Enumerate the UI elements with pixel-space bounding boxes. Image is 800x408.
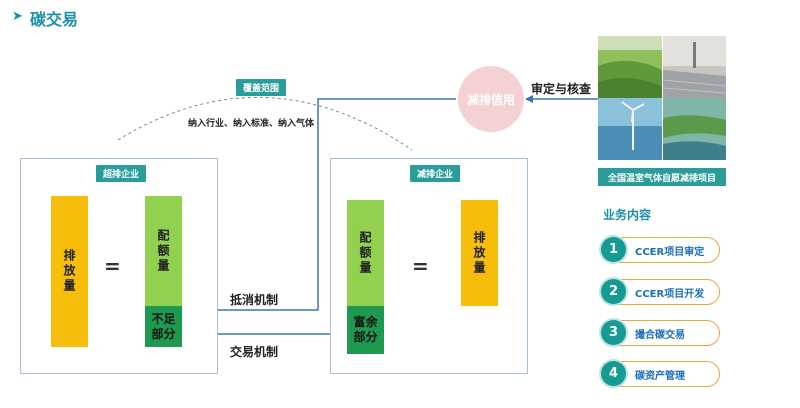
over-quota-bar: 配额量 xyxy=(145,196,182,306)
reduction-quota-bar: 配额量 xyxy=(347,200,384,306)
over-emission-tag: 超排企业 xyxy=(96,165,147,182)
offset-mechanism-label: 抵消机制 xyxy=(230,293,279,307)
business-item-3: 3 撮合碳交易 xyxy=(601,320,720,346)
shortfall-line-1: 不足 xyxy=(151,311,176,326)
wetland-image xyxy=(663,98,726,160)
item-number-badge: 2 xyxy=(601,279,626,304)
coverage-tag: 覆盖范围 xyxy=(236,79,287,96)
business-item-label: 碳资产管理 xyxy=(635,371,685,382)
surplus-line-1: 富余 xyxy=(353,315,378,329)
surplus-line-2: 部分 xyxy=(353,330,378,344)
reduction-emission-bar: 排放量 xyxy=(461,200,498,306)
forest-photo xyxy=(598,36,662,98)
reduction-equals-sign: = xyxy=(412,254,429,278)
over-equals-sign: = xyxy=(104,254,121,278)
business-item-label: 撮合碳交易 xyxy=(635,330,685,341)
shortfall-cell: 不足 部分 xyxy=(145,306,182,347)
offset-arrow xyxy=(183,98,456,314)
reduction-enterprise-tag: 减排企业 xyxy=(410,165,461,182)
wetland-photo xyxy=(663,98,726,160)
business-item-label: CCER项目开发 xyxy=(635,289,705,300)
item-number-badge: 1 xyxy=(601,237,626,262)
surplus-cell: 富余 部分 xyxy=(347,306,384,354)
item-number-badge: 4 xyxy=(601,361,626,386)
shortfall-line-2: 部分 xyxy=(151,326,176,341)
page-title: 碳交易 xyxy=(30,10,79,29)
coverage-arc xyxy=(117,96,413,151)
over-emission-bar: 排放量 xyxy=(51,196,88,347)
business-item-4: 4 碳资产管理 xyxy=(601,361,720,387)
trade-mechanism-label: 交易机制 xyxy=(230,345,279,359)
business-item-2: 2 CCER项目开发 xyxy=(601,279,720,305)
coverage-text: 纳入行业、纳入标准、纳入气体 xyxy=(188,119,315,129)
forest-image xyxy=(598,36,662,98)
item-number-badge: 3 xyxy=(601,320,626,345)
business-item-label: CCER项目审定 xyxy=(635,247,705,258)
project-caption: 全国温室气体自愿减排项目 xyxy=(598,168,726,186)
business-item-1: 1 CCER项目审定 xyxy=(601,237,720,263)
solar-tower-image xyxy=(663,36,726,98)
solar-tower-photo xyxy=(663,36,726,98)
wind-turbine-image xyxy=(598,98,662,160)
wind-turbine-photo xyxy=(598,98,662,160)
business-title: 业务内容 xyxy=(603,208,652,222)
reduction-credit-circle: 减排信用 xyxy=(458,66,524,132)
title-arrow-icon: ➤ xyxy=(12,9,23,24)
review-label: 审定与核查 xyxy=(531,82,592,96)
